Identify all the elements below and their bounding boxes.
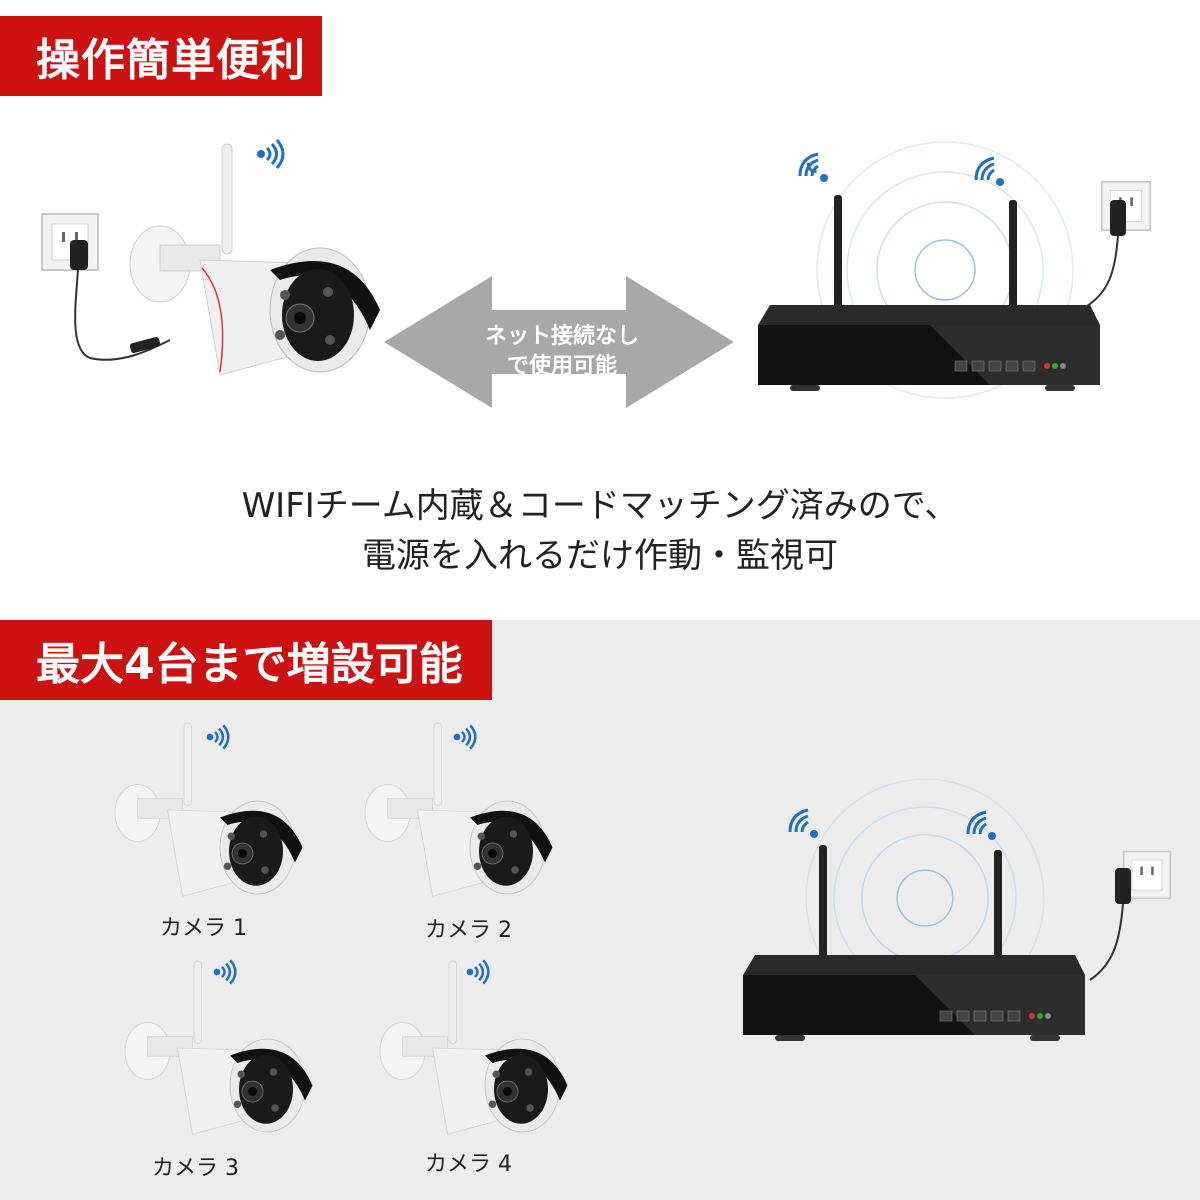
wifi-icon <box>798 152 828 182</box>
wifi-icon <box>453 724 477 750</box>
power-outlet-icon <box>1122 850 1172 900</box>
banner-expand-4: 最大4台まで増設可能 <box>0 620 492 700</box>
arrow-text-line1: ネット接続なし <box>484 324 639 349</box>
camera-icon <box>129 143 380 376</box>
arrow-text-line2: で使用可能 <box>506 354 617 379</box>
camera-icon <box>379 960 568 1135</box>
camera-icon <box>114 722 303 897</box>
camera-label-3: カメラ 3 <box>152 1156 239 1181</box>
camera-icon <box>364 722 553 897</box>
camera-label-4: カメラ 4 <box>425 1152 512 1177</box>
camera-label-2: カメラ 2 <box>425 918 512 943</box>
description-line1: WIFIチーム内蔵＆コードマッチング済みので、 <box>241 486 959 526</box>
power-cable <box>70 240 171 361</box>
camera-label-1: カメラ 1 <box>160 916 247 941</box>
wifi-icon <box>966 810 996 840</box>
description-line2: 電源を入れるだけ作動・監視可 <box>362 536 838 576</box>
camera-icon <box>124 960 313 1135</box>
nvr-recorder-icon <box>743 845 1085 1041</box>
wifi-icon <box>213 959 237 985</box>
power-cable <box>1089 868 1131 981</box>
wifi-icon <box>257 139 285 169</box>
banner-easy-operation: 操作簡単便利 <box>0 16 322 96</box>
double-arrow-icon <box>384 276 734 408</box>
wifi-icon <box>974 156 1004 186</box>
wifi-icon <box>466 959 490 985</box>
wifi-icon <box>788 808 818 838</box>
power-cable <box>1079 200 1126 311</box>
nvr-recorder-icon <box>758 195 1100 391</box>
wifi-icon <box>206 724 230 750</box>
